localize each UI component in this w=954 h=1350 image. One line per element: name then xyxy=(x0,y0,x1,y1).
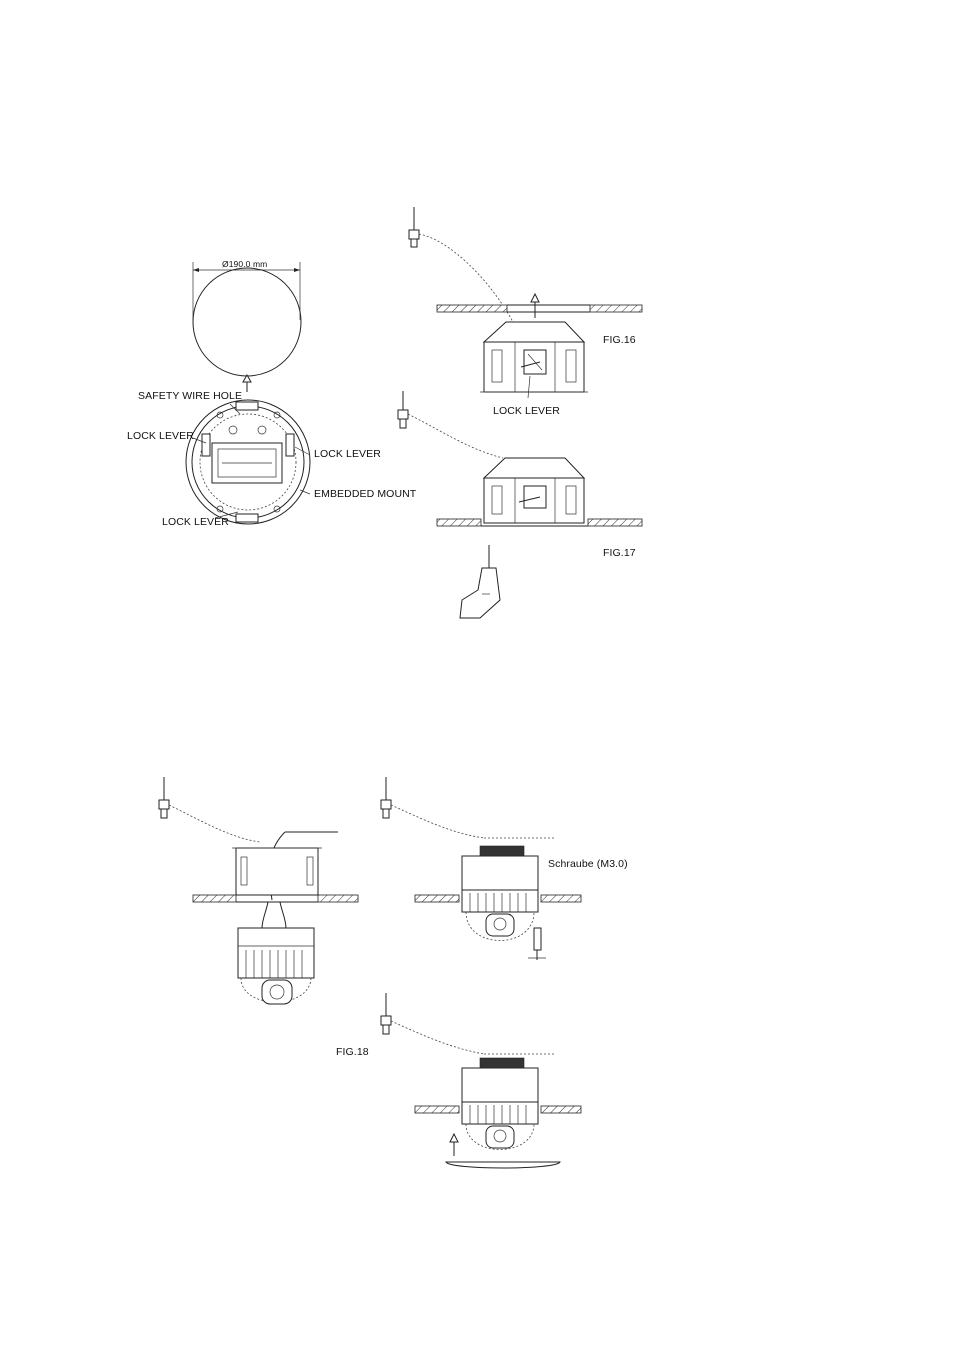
embedded-mount-label: EMBEDDED MOUNT xyxy=(314,488,416,500)
fig16-drawing xyxy=(409,207,642,398)
fig16-caption: FIG.16 xyxy=(603,334,636,346)
lock-lever-right-label: LOCK LEVER xyxy=(314,448,381,460)
fig17-caption: FIG.17 xyxy=(603,547,636,559)
fig18-screw-label: Schraube (M3.0) xyxy=(548,858,628,870)
fig18-right-bottom-drawing xyxy=(381,993,581,1168)
diameter-label: Ø190.0 mm xyxy=(222,259,267,269)
fig18-caption: FIG.18 xyxy=(336,1046,369,1058)
fig18-left-drawing xyxy=(159,777,358,1004)
safety-wire-hole-label: SAFETY WIRE HOLE xyxy=(138,390,242,402)
fig16-lock-lever-label: LOCK LEVER xyxy=(493,405,560,417)
lock-lever-upper-left-label: LOCK LEVER xyxy=(127,430,194,442)
lock-lever-bottom-label: LOCK LEVER xyxy=(162,516,229,528)
fig17-drawing xyxy=(398,391,642,618)
